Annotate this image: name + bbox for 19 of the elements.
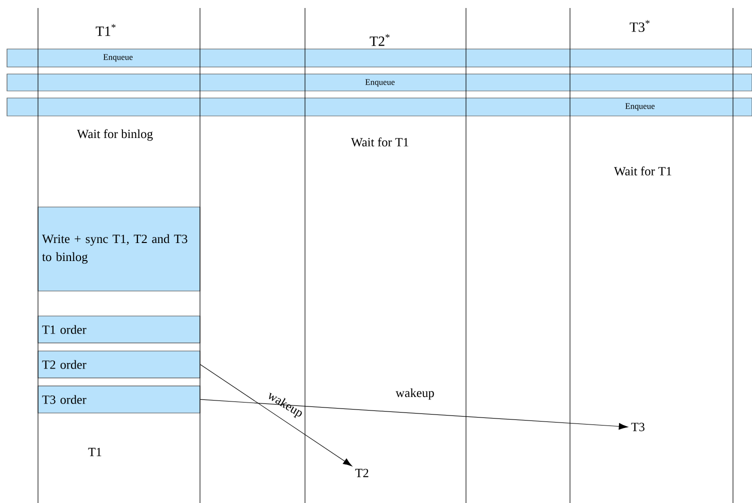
queue-band: Enqueue [6, 74, 752, 92]
step-box: T2 order [38, 350, 200, 378]
step-text: T1 [88, 448, 102, 456]
step-text: T3 [631, 422, 644, 432]
edge-label: wakeup [396, 388, 434, 400]
queue-band: Enqueue [6, 98, 752, 116]
lane-heading: T1$^{*}$ [96, 24, 116, 36]
queue-band: Enqueue [6, 48, 752, 68]
step-box: T3 order [38, 386, 200, 414]
step-box: T1 order [38, 316, 200, 344]
arrow [200, 364, 352, 466]
step-text: Wait for T1 [351, 138, 408, 146]
step-text: Wait for binlog [77, 129, 153, 141]
lane-heading: T3$^{*}$ [630, 20, 650, 32]
lane-heading: T2$^{*}$ [370, 34, 390, 46]
arrow [200, 399, 628, 430]
step-text: T2 [355, 468, 368, 478]
step-box: Write + sync T1, T2 and T3 to binlog [38, 206, 200, 292]
step-text: Wait for T1 [614, 166, 672, 176]
